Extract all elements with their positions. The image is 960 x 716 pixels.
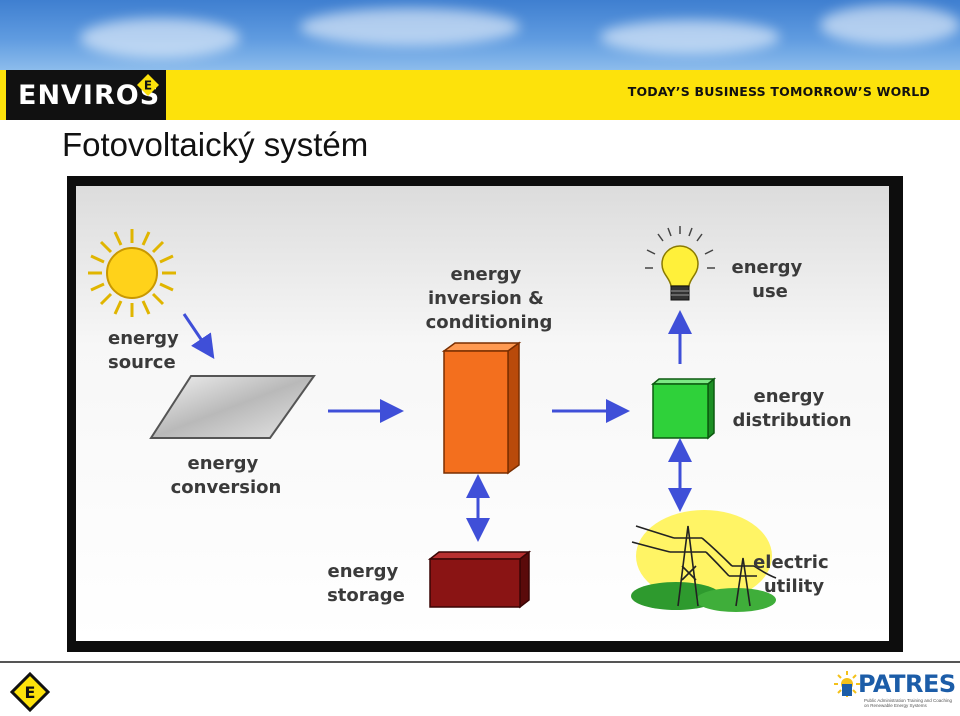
patres-wordmark: PATRES xyxy=(858,670,956,698)
light-bulb-icon xyxy=(645,226,715,301)
label-energy-distribution: energy distribution xyxy=(732,386,851,431)
diagram-frame: energy source energy conversion energy i… xyxy=(67,176,903,652)
arrow-sun-to-panel xyxy=(182,313,215,359)
patres-sun-icon xyxy=(834,671,860,697)
enviros-e-footer-icon: E xyxy=(10,672,50,712)
sun-icon xyxy=(88,229,176,317)
header-banner: ENVIROS E TODAY’S BUSINESS TOMORROW’S WO… xyxy=(0,0,960,122)
inverter-box-icon xyxy=(441,341,522,475)
enviros-logo: ENVIROS E xyxy=(6,70,166,120)
footer-divider xyxy=(0,661,960,663)
label-energy-inversion: energy inversion & conditioning xyxy=(426,264,553,333)
label-energy-storage: energy storage xyxy=(327,561,405,606)
page-title: Fotovoltaický systém xyxy=(62,126,369,163)
solar-panel-icon xyxy=(149,375,316,439)
diagram-panel: energy source energy conversion energy i… xyxy=(76,186,889,641)
label-energy-use: energy use xyxy=(731,257,808,302)
tagline: TODAY’S BUSINESS TOMORROW’S WORLD xyxy=(627,84,930,99)
label-energy-source: energy source xyxy=(108,328,185,373)
label-electric-utility: electric utility xyxy=(753,552,835,597)
enviros-e-icon: E xyxy=(137,74,159,96)
svg-text:E: E xyxy=(25,683,36,702)
patres-subtitle: Public Administration Training and Coach… xyxy=(864,698,953,708)
logo-text: ENVIROS xyxy=(18,80,161,111)
pv-system-diagram: energy source energy conversion energy i… xyxy=(88,226,852,612)
label-energy-conversion: energy conversion xyxy=(171,453,282,498)
patres-logo: PATRES Public Administration Training an… xyxy=(834,668,956,712)
distribution-box-icon xyxy=(650,377,717,440)
storage-box-icon xyxy=(427,550,532,609)
svg-text:E: E xyxy=(144,79,152,93)
power-lines-icon xyxy=(631,510,777,612)
sky-background xyxy=(0,0,960,70)
